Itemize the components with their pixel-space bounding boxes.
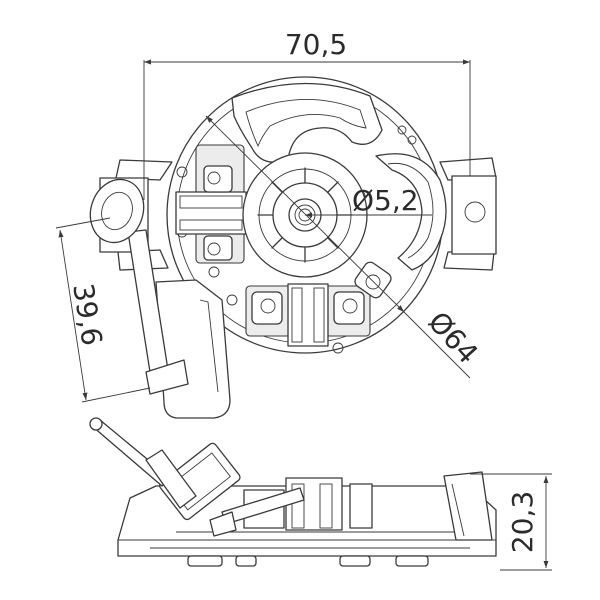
right-mounting-ear (439, 157, 497, 271)
side-view (89, 417, 497, 567)
lever-arm (89, 178, 231, 419)
side-label: 39,6 (66, 281, 108, 348)
hole-label: Ø5,2 (352, 184, 419, 217)
width-label: 70,5 (285, 28, 347, 61)
dimension-width: 70,5 (143, 28, 471, 200)
height-label: 20,3 (506, 491, 539, 553)
dimension-height: 20,3 (470, 473, 552, 571)
bore-label: Ø64 (422, 305, 485, 370)
